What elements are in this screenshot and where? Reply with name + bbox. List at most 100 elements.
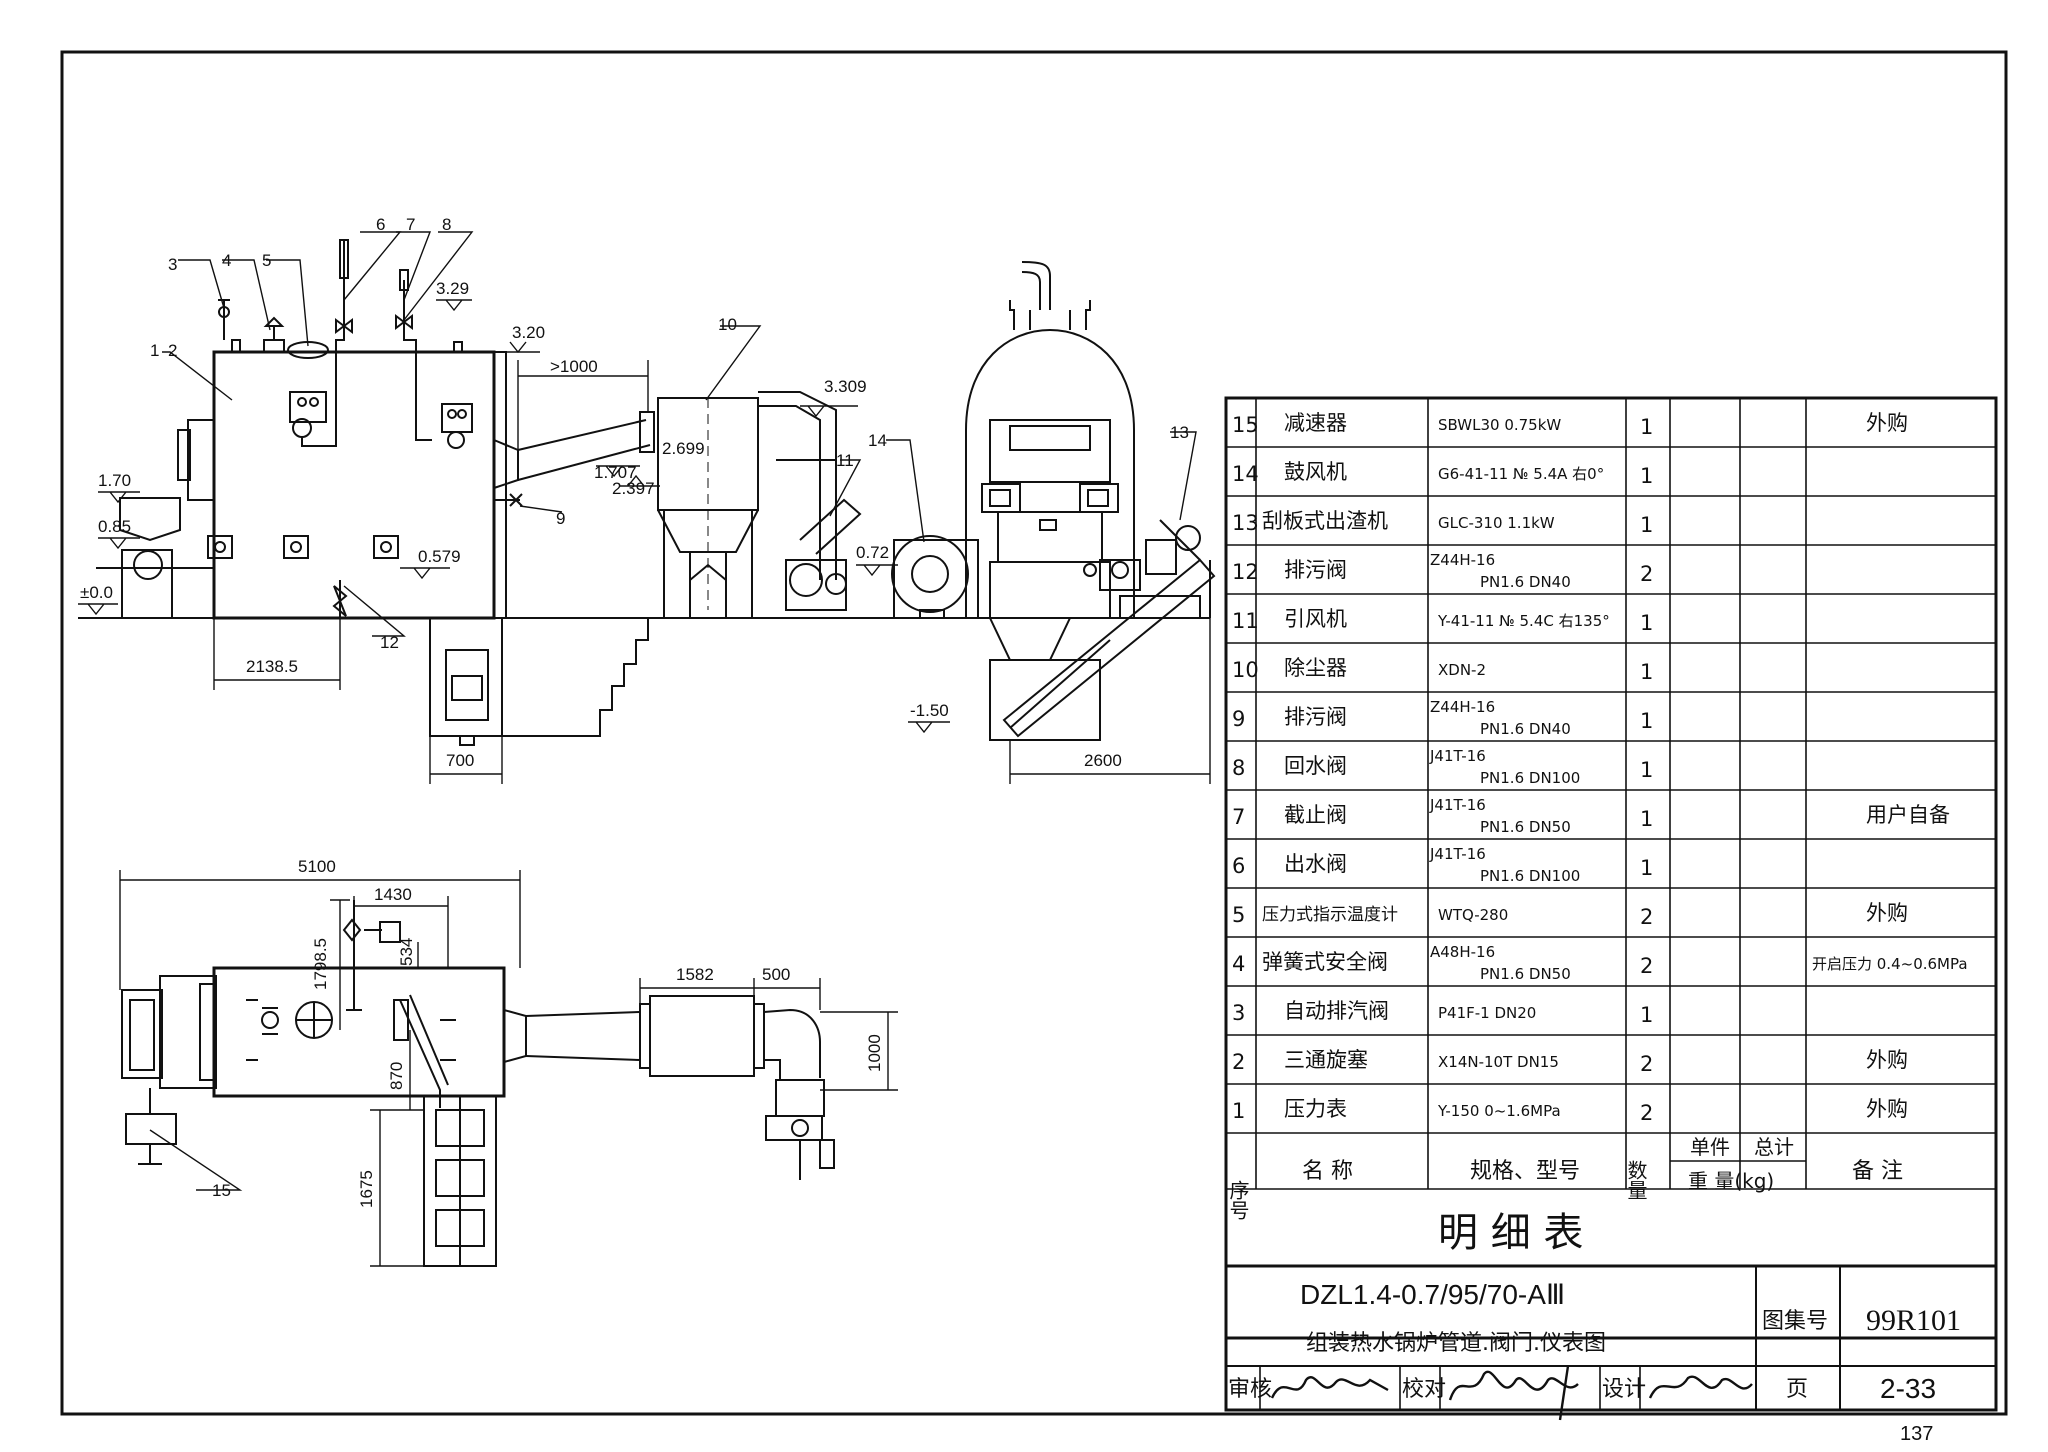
dim-5100: 5100 [298, 857, 336, 876]
elevation-1-707: 1.707 [594, 463, 637, 482]
row-qty: 1 [1640, 611, 1653, 635]
row-no: 2 [1232, 1050, 1245, 1074]
callout-5: 5 [262, 251, 271, 270]
title-text: 组装热水锅炉管道.阀门.仪表图 [1306, 1331, 1606, 1356]
title-model: DZL1.4-0.7/95/70-AⅢ [1300, 1279, 1565, 1310]
row-no: 4 [1232, 952, 1245, 976]
row-qty: 2 [1640, 1101, 1653, 1125]
elevation-markers [78, 299, 950, 734]
elevation-0-0: ±0.0 [80, 583, 113, 602]
row-name: 刮板式出渣机 [1262, 509, 1388, 533]
callout-15: 15 [212, 1181, 231, 1200]
row-remark: 外购 [1866, 1048, 1908, 1072]
dim-700: 700 [446, 751, 474, 770]
row-spec: J41T-16 [1429, 796, 1486, 814]
dim-1430: 1430 [374, 885, 412, 904]
row-no: 10 [1232, 658, 1259, 682]
callout-8: 8 [442, 215, 451, 234]
elevation-labels: 3.29 3.20 3.309 1.70 0.85 ±0.0 0.579 1.7… [80, 279, 949, 720]
header-unit-weight: 单件 [1690, 1135, 1730, 1159]
dim-1582: 1582 [676, 965, 714, 984]
header-name: 名 称 [1302, 1159, 1353, 1184]
row-qty: 1 [1640, 415, 1653, 439]
row-spec: A48H-16 [1430, 943, 1495, 961]
row-no: 7 [1232, 805, 1245, 829]
dimension-labels: >1000 2138.5 700 2600 5100 1430 1798.5 5… [246, 357, 1122, 1208]
dim-2600: 2600 [1084, 751, 1122, 770]
dim-1000: 1000 [865, 1034, 884, 1072]
callout-7: 7 [406, 215, 415, 234]
dim-534: 534 [397, 938, 416, 966]
dim-870: 870 [387, 1062, 406, 1090]
page-label: 页 [1786, 1377, 1808, 1402]
sheet-border [60, 50, 2008, 1416]
callout-13: 13 [1170, 423, 1189, 442]
callout-9: 9 [556, 509, 565, 528]
row-name: 排污阀 [1284, 558, 1347, 582]
callout-11: 11 [836, 451, 854, 470]
elevation-1-70: 1.70 [98, 471, 131, 490]
callout-6: 6 [376, 215, 385, 234]
design-label: 设计 [1602, 1377, 1646, 1402]
row-no: 6 [1232, 854, 1245, 878]
dim-2138-5: 2138.5 [246, 657, 298, 676]
dim-over-1000: >1000 [550, 357, 598, 376]
row-spec: PN1.6 DN40 [1480, 573, 1571, 591]
callout-numbers: 1 2 3 4 5 6 7 8 9 10 11 12 13 14 15 [150, 215, 1189, 1200]
row-spec: SBWL30 0.75kW [1438, 416, 1561, 434]
callout-4: 4 [222, 251, 231, 270]
row-qty: 1 [1640, 464, 1653, 488]
row-name: 截止阀 [1284, 803, 1347, 827]
callout-12: 12 [380, 633, 399, 652]
row-qty: 1 [1640, 807, 1653, 831]
callout-14: 14 [868, 431, 887, 450]
dim-1798-5: 1798.5 [311, 938, 330, 990]
boiler-elevation-view [78, 239, 1216, 746]
row-name: 压力表 [1284, 1097, 1347, 1121]
header-spec: 规格、型号 [1470, 1159, 1580, 1184]
elevation-0-579: 0.579 [418, 547, 461, 566]
row-qty: 2 [1640, 954, 1653, 978]
elevation-3-20: 3.20 [512, 323, 545, 342]
row-spec: Z44H-16 [1430, 551, 1495, 569]
row-qty: 2 [1640, 1052, 1653, 1076]
row-qty: 2 [1640, 905, 1653, 929]
elevation-0-72: 0.72 [856, 543, 889, 562]
row-spec: XDN-2 [1438, 661, 1486, 679]
callout-leaders [149, 231, 1197, 1191]
row-spec: PN1.6 DN50 [1480, 965, 1571, 983]
row-no: 9 [1232, 707, 1245, 731]
page-number: 2-33 [1880, 1373, 1936, 1404]
row-name: 排污阀 [1284, 705, 1347, 729]
row-no: 15 [1232, 413, 1259, 437]
boiler-plan-view [121, 900, 835, 1267]
atlas-number: 99R101 [1866, 1304, 1961, 1337]
check-label: 校对 [1402, 1377, 1446, 1402]
row-name: 鼓风机 [1284, 460, 1347, 484]
row-spec: PN1.6 DN40 [1480, 720, 1571, 738]
row-spec: PN1.6 DN100 [1480, 769, 1580, 787]
elevation-3-29: 3.29 [436, 279, 469, 298]
dim-1675: 1675 [357, 1170, 376, 1208]
row-spec: G6-41-11 № 5.4A 右0° [1438, 465, 1604, 483]
elevation-2-397: 2.397 [612, 479, 655, 498]
callout-10: 10 [718, 315, 737, 334]
row-remark: 外购 [1866, 1097, 1908, 1121]
row-spec: PN1.6 DN50 [1480, 818, 1571, 836]
row-name: 出水阀 [1284, 852, 1347, 876]
callout-2: 2 [168, 341, 177, 360]
elevation-0-85: 0.85 [98, 517, 131, 536]
row-name: 自动排汽阀 [1284, 999, 1389, 1023]
row-spec: GLC-310 1.1kW [1438, 514, 1555, 532]
row-no: 11 [1232, 609, 1259, 633]
row-name: 引风机 [1284, 607, 1347, 631]
row-no: 13 [1232, 511, 1259, 535]
row-no: 12 [1232, 560, 1259, 584]
row-remark: 外购 [1866, 901, 1908, 925]
title-block: DZL1.4-0.7/95/70-AⅢ 组装热水锅炉管道.阀门.仪表图 图集号 … [1224, 1264, 1998, 1421]
table-header: 序号 名 称 规格、型号 数量 单件 总计 重 量(kg) 备 注 明 细 表 [1226, 1135, 1903, 1256]
atlas-label: 图集号 [1762, 1309, 1828, 1334]
review-label: 审核 [1228, 1377, 1272, 1402]
